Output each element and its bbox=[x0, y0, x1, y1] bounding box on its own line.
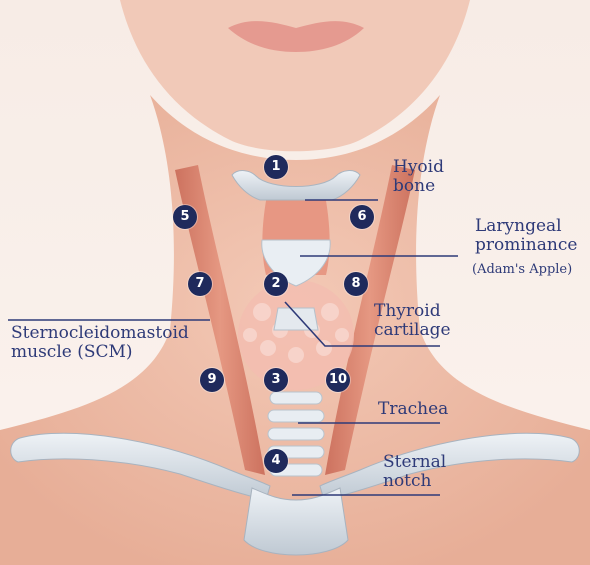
marker-7: 7 bbox=[188, 272, 212, 296]
label-laryngeal: Laryngeal prominance bbox=[475, 217, 577, 255]
label-hyoid-line1: Hyoid bbox=[393, 158, 444, 177]
marker-10: 10 bbox=[326, 368, 350, 392]
cricoid-shape bbox=[274, 308, 318, 330]
marker-4: 4 bbox=[264, 449, 288, 473]
label-scm-line2: muscle (SCM) bbox=[11, 343, 189, 362]
label-hyoid: Hyoid bone bbox=[393, 158, 444, 196]
label-trachea: Trachea bbox=[378, 400, 448, 419]
marker-6: 6 bbox=[350, 205, 374, 229]
label-sternal-line2: notch bbox=[383, 472, 446, 491]
marker-5: 5 bbox=[173, 205, 197, 229]
marker-2: 2 bbox=[264, 272, 288, 296]
label-thyroid-line1: Thyroid bbox=[374, 302, 451, 321]
label-thyroid: Thyroid cartilage bbox=[374, 302, 451, 340]
label-laryngeal-line1: Laryngeal bbox=[475, 217, 577, 236]
marker-9: 9 bbox=[200, 368, 224, 392]
marker-8: 8 bbox=[344, 272, 368, 296]
label-laryngeal-line2: prominance bbox=[475, 236, 577, 255]
label-sternal-line1: Sternal bbox=[383, 453, 446, 472]
marker-3: 3 bbox=[264, 368, 288, 392]
label-scm: Sternocleidomastoid muscle (SCM) bbox=[11, 324, 189, 362]
label-adams-apple: (Adam's Apple) bbox=[472, 262, 572, 277]
label-thyroid-line2: cartilage bbox=[374, 321, 451, 340]
label-sternal-notch: Sternal notch bbox=[383, 453, 446, 491]
label-scm-line1: Sternocleidomastoid bbox=[11, 324, 189, 343]
marker-1: 1 bbox=[264, 155, 288, 179]
label-hyoid-line2: bone bbox=[393, 177, 444, 196]
